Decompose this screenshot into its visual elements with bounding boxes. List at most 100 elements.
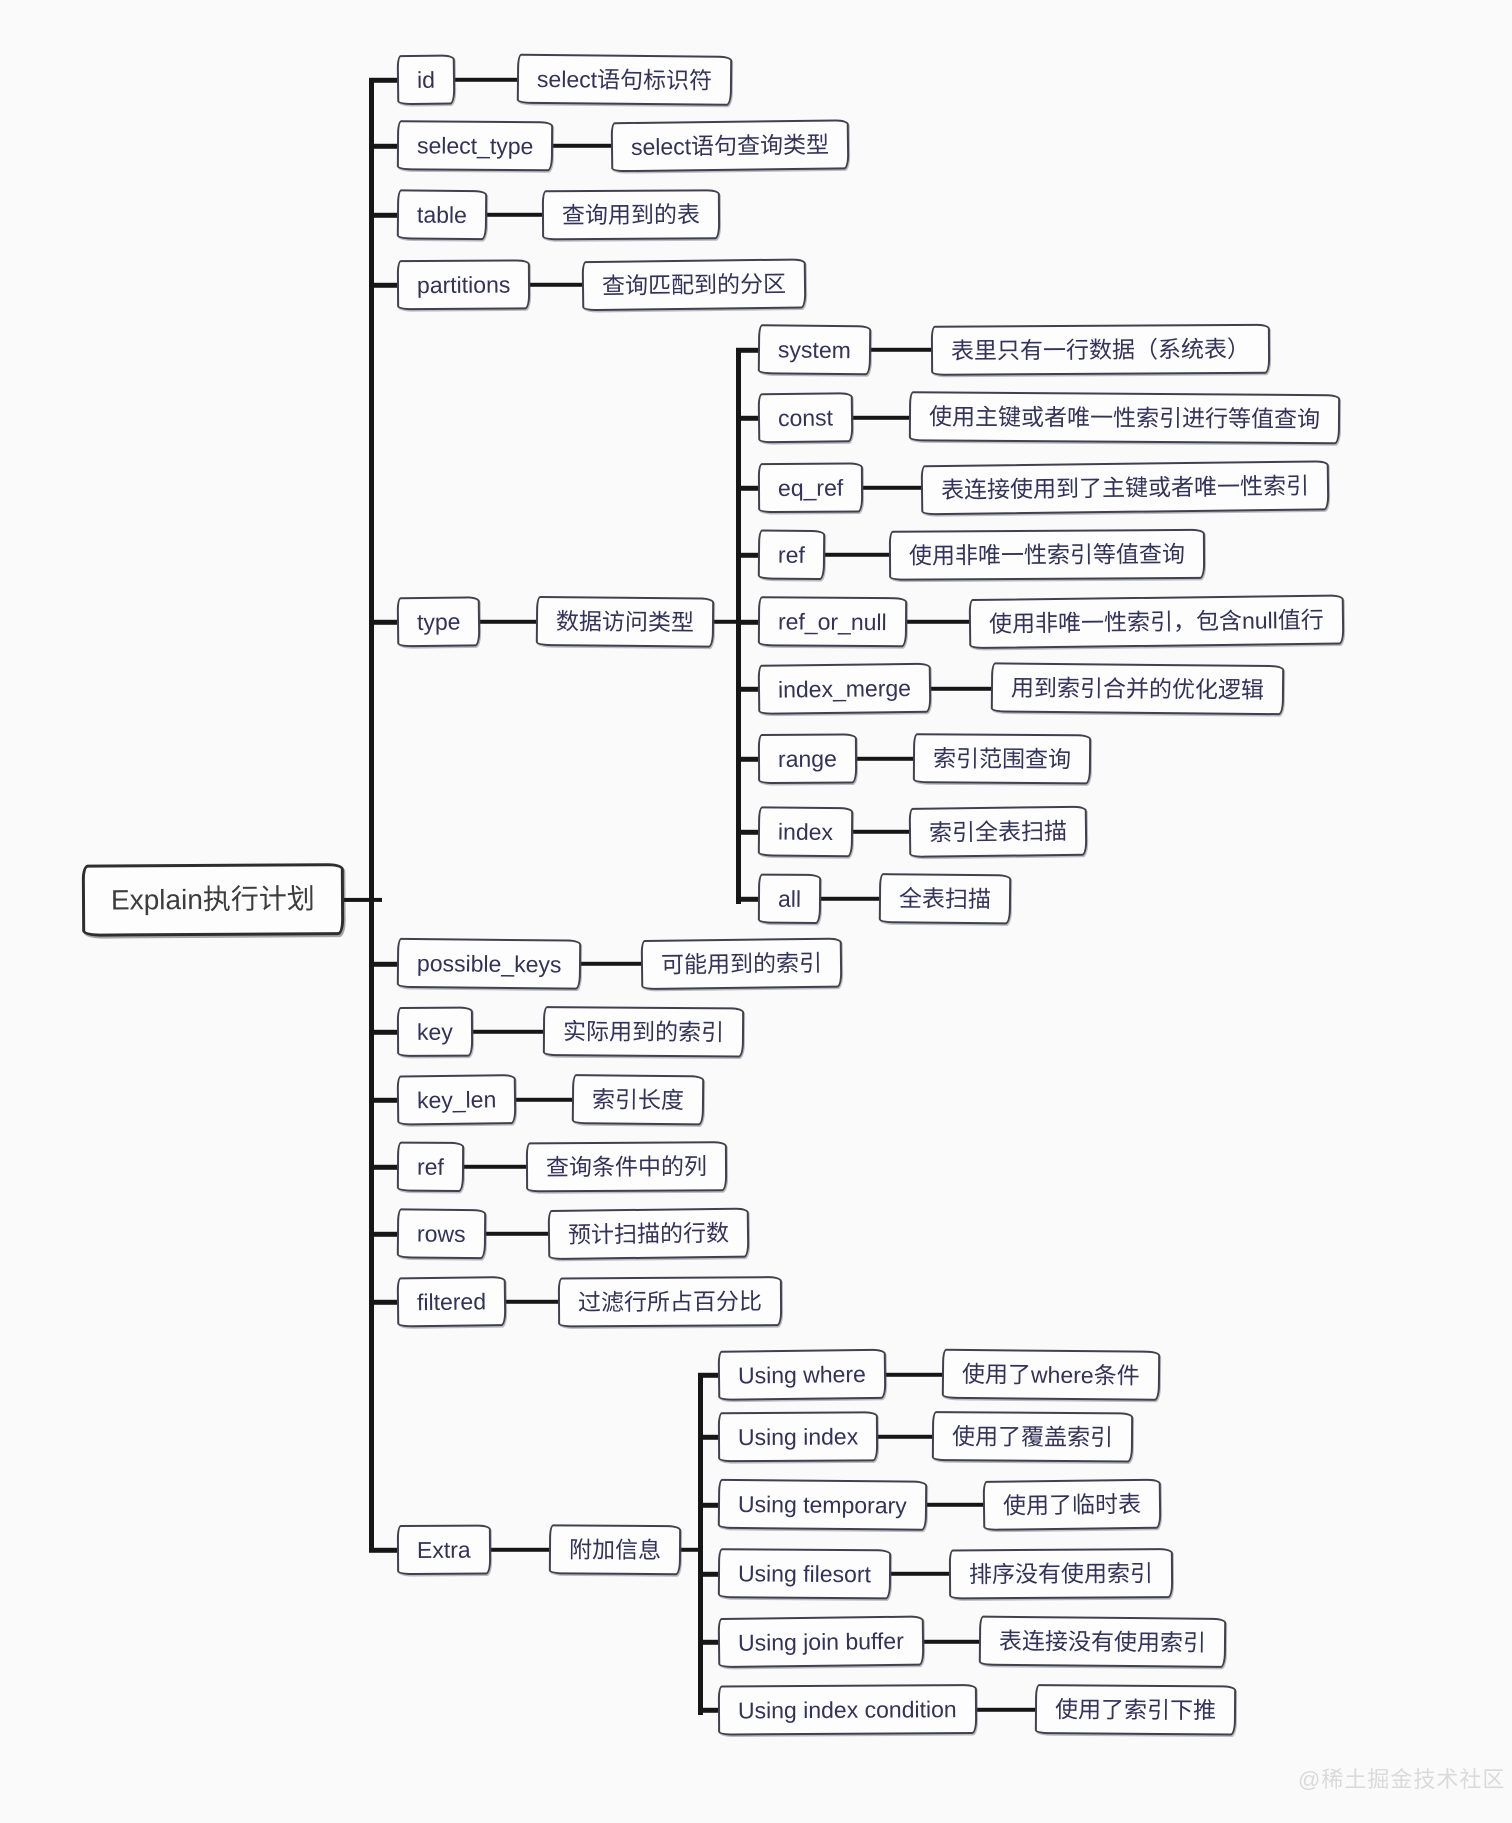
connector-line [680,1548,703,1552]
connector-line [485,1232,548,1236]
node-filtered: filtered [396,1276,507,1328]
connector-line [369,619,397,625]
node-ref-desc: 查询条件中的列 [525,1141,727,1193]
node-key-len: key_len [396,1074,517,1126]
node-ref-or-null: ref_or_null [757,596,907,648]
node-index-merge-desc: 用到索引合并的优化逻辑 [990,662,1285,716]
branch-type-ref-or-null: ref_or_null 使用非唯一性索引，包含null值行 [736,594,1344,650]
branch-type-system: system 表里只有一行数据（系统表） [736,323,1270,377]
connector-line [480,620,537,624]
node-table: table [396,189,488,241]
connector-line [369,1097,397,1103]
connector-line [852,416,909,420]
node-filtered-desc: 过滤行所占百分比 [557,1276,783,1328]
root-row: Explain执行计划 [81,863,382,937]
connector-line [926,1503,983,1507]
node-ref: ref [396,1141,465,1193]
node-using-join-buffer-desc: 表连接没有使用索引 [978,1615,1227,1669]
branch-type-const: const 使用主键或者唯一性索引进行等值查询 [736,391,1341,445]
connector-line [472,1030,543,1034]
connector-line [736,756,758,762]
node-possible-keys: possible_keys [396,937,582,991]
branch-type-ref: ref 使用非唯一性索引等值查询 [736,528,1205,582]
branch-possible-keys: possible_keys 可能用到的索引 [369,937,843,991]
connector-line [736,896,758,902]
branch-extra-using-filesort: Using filesort 排序没有使用索引 [698,1548,1174,1600]
connector-line [698,1434,718,1440]
node-select-type: select_type [396,120,554,172]
node-using-join-buffer: Using join buffer [717,1615,925,1669]
connector-line [369,961,397,967]
node-extra-desc: 附加信息 [548,1524,681,1576]
branch-extra: Extra 附加信息 [369,1524,703,1576]
connector-line [856,757,913,761]
node-ref-or-null-desc: 使用非唯一性索引，包含null值行 [968,594,1344,650]
connector-line [463,1165,526,1169]
main-branch-line [369,78,374,1552]
connector-line [878,1435,933,1439]
node-partitions: partitions [396,259,531,311]
connector-line [890,1572,949,1576]
connector-line [870,348,931,352]
connector-line [369,1547,397,1553]
branch-ref: ref 查询条件中的列 [369,1141,727,1193]
node-eq-ref-desc: 表连接使用到了主键或者唯一性索引 [920,460,1330,516]
branch-extra-using-temporary: Using temporary 使用了临时表 [698,1478,1162,1532]
connector-line [736,619,758,625]
node-eq-ref: eq_ref [757,462,864,514]
node-id-desc: select语句标识符 [516,53,733,107]
connector-line [516,1098,573,1102]
branch-extra-using-where: Using where 使用了where条件 [698,1348,1160,1402]
connector-line [714,620,741,624]
node-system-desc: 表里只有一行数据（系统表） [930,323,1270,377]
connector-line [369,77,397,83]
node-id: id [396,54,456,106]
connector-line [369,1164,397,1170]
node-using-index-desc: 使用了覆盖索引 [932,1411,1134,1463]
type-branch-line [736,348,741,904]
connector-line [923,1640,979,1644]
node-partitions-desc: 查询匹配到的分区 [582,258,807,312]
extra-branch-line [698,1373,703,1715]
node-using-where: Using where [717,1348,887,1402]
connector-line [530,283,583,287]
node-using-index-condition-desc: 使用了索引下推 [1034,1684,1236,1736]
root-connector-line [343,898,382,902]
branch-partitions: partitions 查询匹配到的分区 [369,258,807,312]
node-const: const [757,392,854,444]
branch-id: id select语句标识符 [369,53,733,107]
connector-line [369,1231,397,1237]
node-system: system [757,324,872,376]
connector-line [454,78,517,82]
node-using-index: Using index [717,1411,879,1463]
connector-line [736,415,758,421]
node-type: type [396,596,481,648]
node-type-desc: 数据访问类型 [536,595,715,649]
branch-type: type 数据访问类型 [369,595,741,649]
connector-line [369,212,397,218]
branch-type-range: range 索引范围查询 [736,733,1092,785]
connector-line [736,485,758,491]
node-using-where-desc: 使用了where条件 [941,1348,1160,1402]
node-using-filesort-desc: 排序没有使用索引 [948,1548,1174,1600]
node-const-desc: 使用主键或者唯一性索引进行等值查询 [908,391,1341,445]
node-all: all [757,873,822,925]
node-using-index-condition: Using index condition [717,1683,977,1737]
node-table-desc: 查询用到的表 [541,189,721,241]
connector-line [369,1299,397,1305]
node-range-desc: 索引范围查询 [912,733,1092,785]
connector-line [698,1639,718,1645]
node-key-len-desc: 索引长度 [572,1074,705,1126]
node-index-desc: 索引全表扫描 [908,805,1088,859]
branch-type-index-merge: index_merge 用到索引合并的优化逻辑 [736,662,1285,716]
node-possible-keys-desc: 可能用到的索引 [641,937,843,991]
node-using-temporary: Using temporary [717,1478,927,1532]
connector-line [930,687,991,691]
node-using-filesort: Using filesort [717,1548,892,1600]
node-using-temporary-desc: 使用了临时表 [982,1478,1162,1532]
connector-line [486,213,542,217]
connector-line [581,962,642,966]
branch-key: key 实际用到的索引 [369,1006,744,1058]
connector-line [863,486,922,490]
branch-extra-using-index: Using index 使用了覆盖索引 [698,1411,1134,1463]
